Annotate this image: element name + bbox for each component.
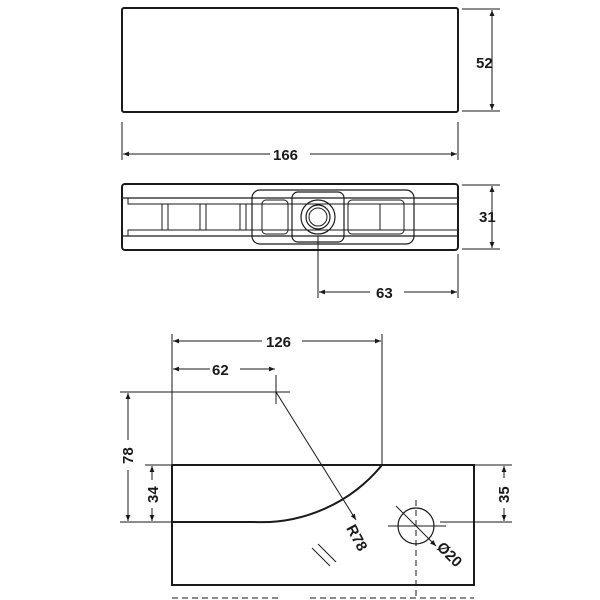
channel-line	[127, 229, 458, 236]
dim-radius: R78	[342, 522, 370, 554]
glass-hatch	[317, 543, 337, 563]
top-view-outline	[121, 7, 459, 113]
hole-thread	[308, 207, 328, 227]
cutout-outline	[171, 464, 475, 586]
dim-bottom-width: 146	[282, 598, 307, 600]
dim-cut-center: 62	[212, 362, 229, 379]
hole-leader	[395, 505, 437, 547]
top-view: 52 166	[121, 7, 500, 164]
dim-side-height: 31	[479, 209, 496, 226]
channel-line	[127, 198, 458, 205]
dim-top-height: 52	[476, 55, 493, 72]
hole-inner	[305, 204, 331, 230]
side-view: 31 63	[121, 183, 500, 302]
dim-cut-right: 35	[496, 486, 513, 503]
cutout-view: 126 62 R78 78 34 35 Ø20	[120, 334, 513, 600]
clamp-pocket	[347, 199, 405, 235]
dim-cut-height: 78	[120, 447, 137, 464]
dim-cut-width: 126	[266, 334, 291, 351]
glass-hatch	[311, 547, 331, 567]
dim-cut-left: 34	[145, 486, 162, 503]
clamp-body	[251, 189, 415, 245]
side-view-outline	[121, 183, 459, 251]
dim-top-width: 166	[273, 147, 298, 164]
hole-outer	[300, 199, 336, 235]
radius-leader	[275, 391, 357, 521]
dim-hole: Ø20	[433, 539, 465, 571]
clamp-pocket	[261, 199, 289, 235]
dim-side-offset: 63	[376, 285, 393, 302]
